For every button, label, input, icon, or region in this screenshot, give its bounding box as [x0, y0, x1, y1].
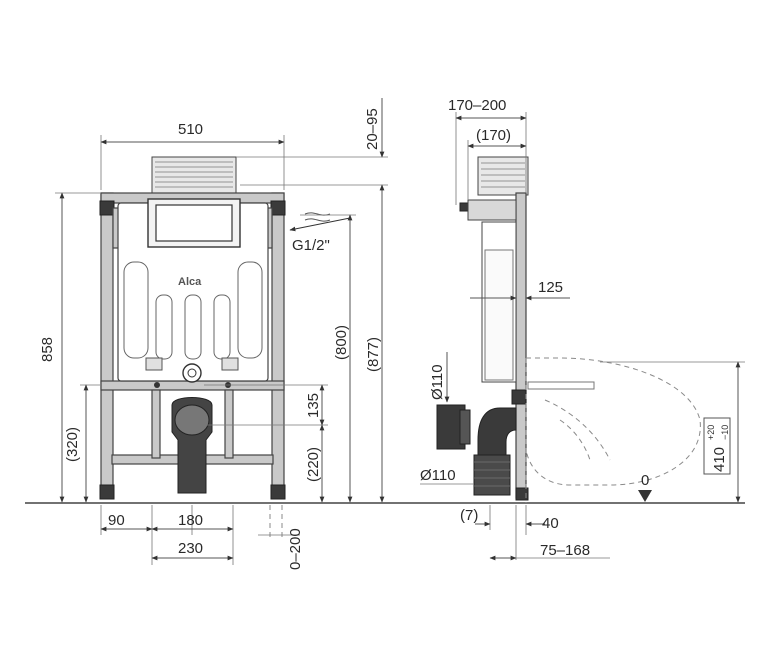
toilet-bowl [525, 357, 701, 486]
dim-170-200: 170–200 [448, 97, 506, 114]
pipe-label-lower: Ø110 [420, 467, 456, 484]
side-frame [515, 192, 527, 499]
dim-7: (7) [460, 507, 478, 524]
bracket-left [99, 200, 115, 216]
dim-877: (877) [365, 337, 382, 372]
front-view: Alca G1/2" 510 858 (320) [39, 98, 388, 570]
flush-tank-top [151, 156, 237, 196]
dim-40: 40 [542, 515, 559, 532]
dim-90: 90 [108, 512, 125, 529]
dim-125: 125 [538, 279, 563, 296]
dim-75-168: 75–168 [540, 542, 590, 559]
water-inlet-arrow [304, 212, 331, 222]
pipe-label-upper: Ø110 [429, 364, 446, 400]
dim-320: (320) [64, 427, 81, 462]
frame-lower-left [151, 389, 161, 459]
frame-right-upright [271, 192, 285, 499]
dim-800: (800) [333, 325, 350, 360]
frame-lower-right [224, 389, 234, 459]
inlet-label: G1/2" [292, 237, 330, 254]
floor-zero-label: 0 [641, 472, 649, 489]
dim-135: 135 [305, 393, 322, 418]
dim-858: 858 [39, 337, 56, 362]
dim-180: 180 [178, 512, 203, 529]
dim-20-95: 20–95 [364, 108, 381, 150]
dim-510: 510 [178, 121, 203, 138]
dim-410-tol-minus: −10 [720, 425, 730, 440]
dim-410: 410 [711, 447, 728, 472]
dim-170: (170) [476, 127, 511, 144]
dim-410-tol-plus: +20 [706, 425, 716, 440]
frame-left-upright [100, 192, 114, 499]
dim-220: (220) [305, 447, 322, 482]
bracket-right [270, 200, 286, 216]
floor-zero-marker [638, 490, 652, 502]
side-view: 170–200 (170) 125 Ø110 Ø110 (7) 40 75–16… [420, 97, 745, 561]
dim-0-200: 0–200 [287, 528, 304, 570]
dim-230: 230 [178, 540, 203, 557]
brand-logo: Alca [178, 276, 202, 288]
